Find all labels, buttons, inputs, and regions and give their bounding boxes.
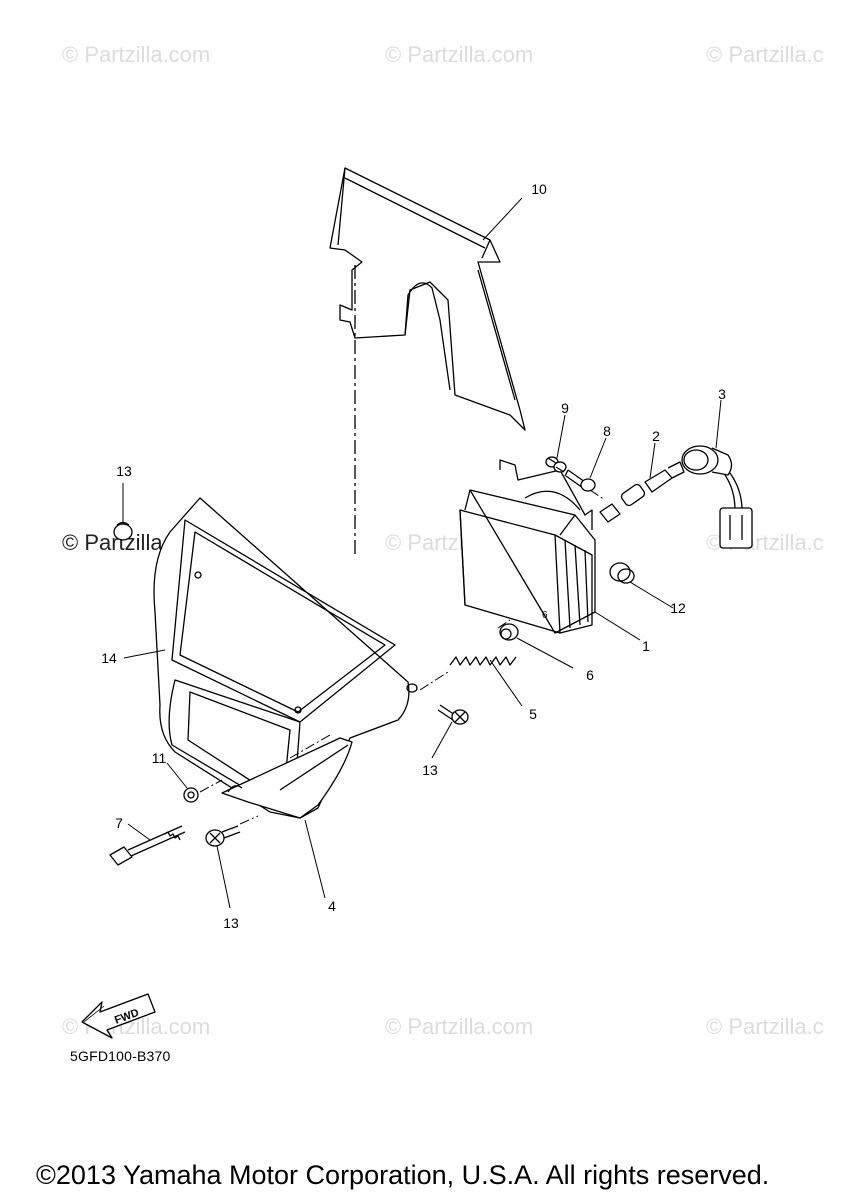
part-3-socket: [681, 445, 753, 549]
callout-2: 2: [652, 428, 660, 444]
part-2-bulb: [599, 461, 685, 523]
callout-13-top: 13: [116, 463, 132, 479]
callout-9: 9: [561, 400, 569, 416]
callout-1: 1: [642, 638, 650, 654]
part-7-bolt: [109, 825, 186, 866]
part-4-lower-bracket: [221, 737, 353, 819]
watermark: © Partzilla.c: [706, 42, 824, 67]
callout-10: 10: [531, 181, 547, 197]
part-13-screw-bottom: [205, 825, 241, 847]
svg-text:6: 6: [542, 610, 548, 621]
callout-12: 12: [670, 600, 686, 616]
watermark: © Partzilla.com: [385, 1014, 534, 1039]
leader-lines: [122, 197, 722, 909]
callout-11: 11: [151, 750, 167, 766]
callout-3: 3: [718, 386, 726, 402]
part-5-spring: [449, 656, 517, 666]
callout-14: 14: [101, 650, 117, 666]
watermark: © Partzilla.c: [706, 1014, 824, 1039]
part-11-washer: [183, 787, 199, 803]
callout-6: 6: [586, 667, 594, 683]
part-10-bracket: [329, 167, 526, 431]
callout-4: 4: [328, 898, 336, 914]
part-1-headlight: 6: [459, 459, 596, 634]
part-6-nut: [499, 623, 519, 641]
assembly-lines: [199, 489, 606, 825]
callout-13-mid: 13: [422, 762, 438, 778]
diagram-code: 5GFD100-B370: [70, 1048, 171, 1064]
part-8-screw: [564, 469, 596, 492]
part-14-headlight-cowl: [153, 497, 418, 819]
watermark: © Partzilla.com: [385, 42, 534, 67]
callout-7: 7: [115, 815, 123, 831]
callout-13-bottom: 13: [223, 915, 239, 931]
callout-8: 8: [603, 423, 611, 439]
part-13-screw-mid: [437, 704, 469, 725]
fwd-arrow-icon: [81, 993, 156, 1039]
callout-5: 5: [529, 706, 537, 722]
copyright-notice: ©2013 Yamaha Motor Corporation, U.S.A. A…: [36, 1160, 770, 1190]
part-12-grommet: [609, 562, 635, 584]
part-9-collar: [545, 456, 567, 473]
part-13-top: [113, 521, 133, 541]
watermark: © Partzilla.com: [62, 42, 211, 67]
